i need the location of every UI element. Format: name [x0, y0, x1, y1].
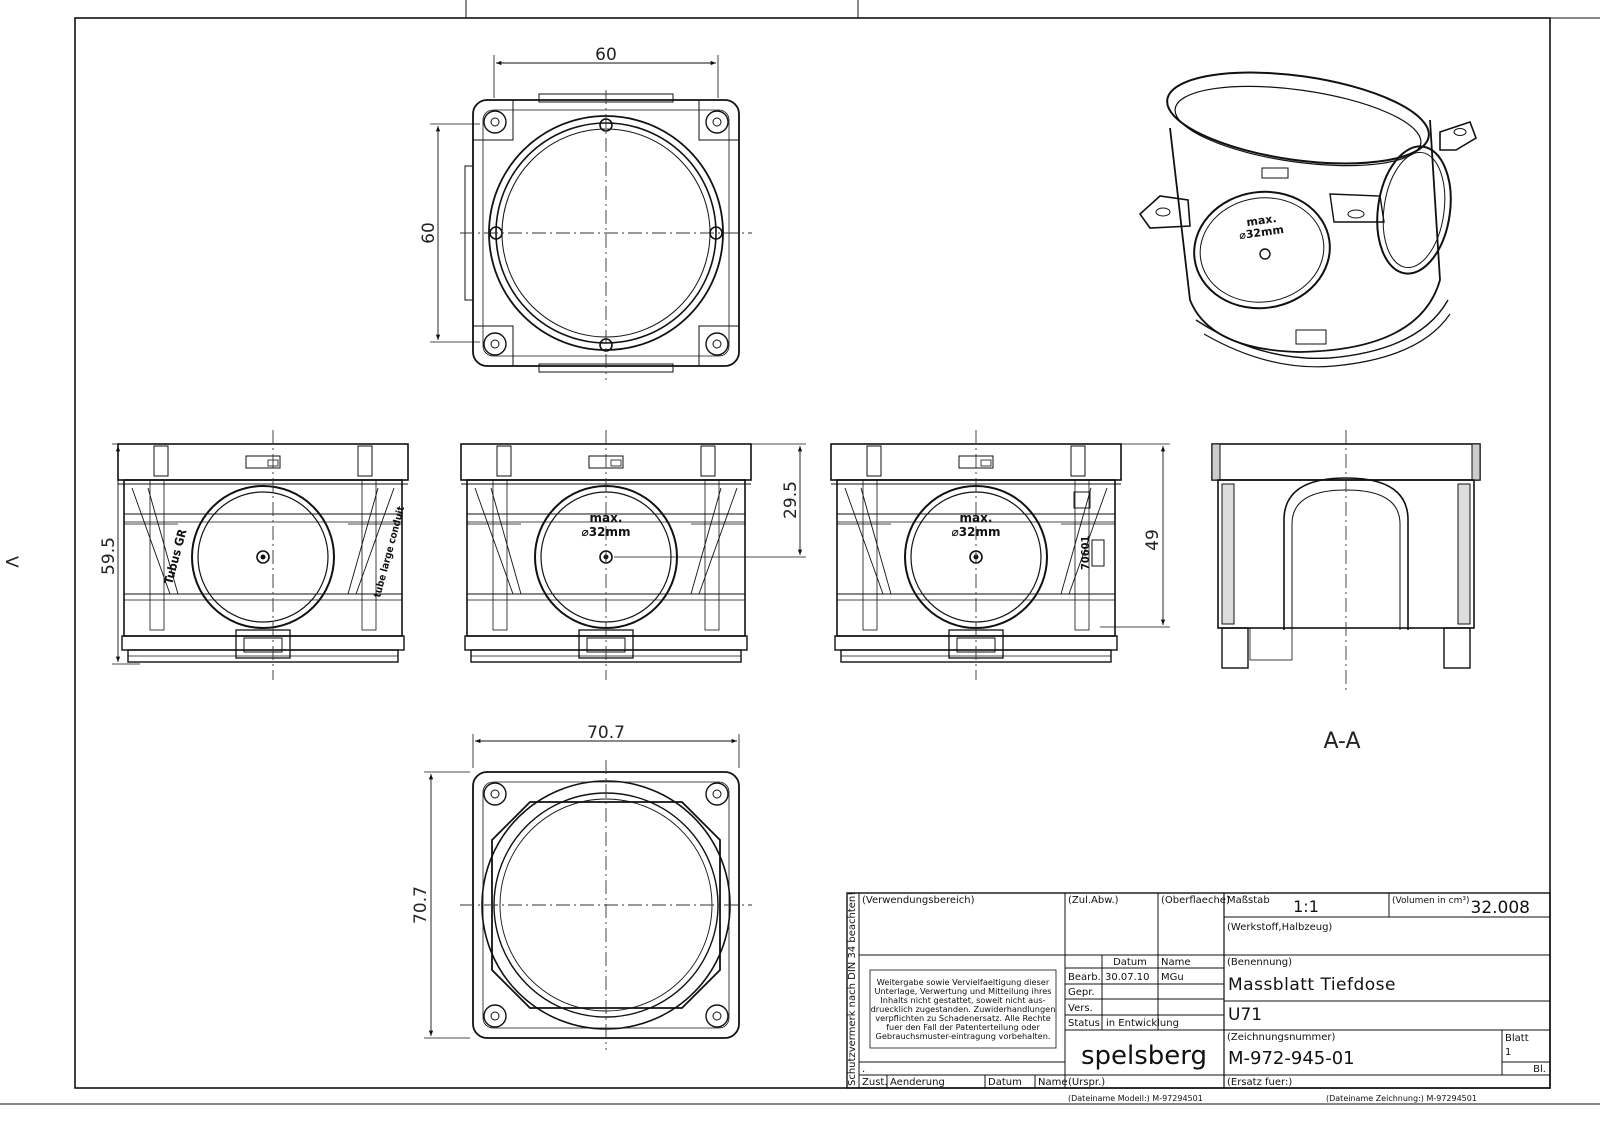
right-view: max. ⌀32mm 70601 49: [830, 430, 1170, 680]
urspr-label: (Urspr.): [1068, 1077, 1105, 1088]
oberflaeche-label: (Oberflaeche): [1161, 895, 1230, 906]
werkstoff-label: (Werkstoff,Halbzeug): [1227, 922, 1332, 933]
volumen-value: 32.008: [1471, 898, 1530, 918]
drawing-frame: [74, 17, 1551, 1089]
name-label: Name: [1038, 1077, 1068, 1088]
zeichnungsnummer-value: M-972-945-01: [1228, 1048, 1355, 1069]
top-view: 60 60: [419, 45, 752, 380]
isometric-view: max. ⌀32mm: [1138, 71, 1477, 368]
svg-text:verpflichten zu Schadenersatz.: verpflichten zu Schadenersatz. Alle Rech…: [875, 1013, 1051, 1023]
massstab-value: 1:1: [1293, 897, 1319, 916]
company-logo: spelsberg: [1081, 1041, 1207, 1071]
status-label: Status: [1068, 1018, 1100, 1029]
max-diameter: ⌀32mm: [582, 525, 631, 539]
verwendungsbereich-label: (Verwendungsbereich): [862, 895, 975, 906]
bottom-view: 70.7 70.7: [411, 723, 752, 1050]
aenderung-label: Aenderung: [890, 1077, 945, 1088]
dim-right-height: 49: [1143, 529, 1163, 551]
datum-header: Datum: [1113, 957, 1147, 968]
section-label: A-A: [1323, 729, 1360, 754]
svg-text:druecklich zugestanden. Zuwide: druecklich zugestanden. Zuwiderhandlunge…: [871, 1004, 1056, 1014]
side-marker: V: [1, 556, 21, 568]
dot-label: .: [862, 1064, 865, 1075]
svg-text:fuer den Fall der Patenterteil: fuer den Fall der Patenterteilung oder: [886, 1022, 1040, 1032]
blatt-label: Blatt: [1505, 1033, 1529, 1044]
svg-text:Weitergabe sowie Vervielfaelti: Weitergabe sowie Vervielfaeltigung diese…: [877, 977, 1050, 987]
dim-front-offset: 29.5: [781, 481, 801, 519]
drawing-filename: (Dateiname Zeichnung:) M-97294501: [1326, 1094, 1477, 1103]
svg-text:Inhalts nicht gestattet, sowei: Inhalts nicht gestattet, soweit nicht au…: [880, 995, 1045, 1005]
section-view: A-A: [1211, 430, 1481, 754]
iso-max-label: max.: [1246, 212, 1278, 229]
model-filename: (Dateiname Modell:) M-97294501: [1068, 1094, 1203, 1103]
tubus-label: Tubus GR: [161, 527, 189, 586]
drawing-title: Massblatt Tiefdose: [1228, 975, 1396, 995]
bearb-label: Bearb.: [1068, 972, 1101, 983]
zust-label: Zust.: [862, 1077, 888, 1088]
vers-label: Vers.: [1068, 1003, 1093, 1014]
ersatz-label: (Ersatz fuer:): [1227, 1077, 1292, 1088]
protection-note: Schutzvermerk nach DIN 34 beachten!: [847, 892, 858, 1086]
dim-bottom-width: 70.7: [587, 723, 625, 743]
code-label: 70601: [1079, 535, 1092, 570]
dim-top-width: 60: [595, 45, 617, 65]
zeichnungsnummer-label: (Zeichnungsnummer): [1227, 1032, 1336, 1043]
legal-note: Weitergabe sowie Vervielfaeltigung diese…: [871, 977, 1056, 1041]
svg-text:max.: max.: [960, 511, 993, 525]
bearb-date: 30.07.10: [1105, 972, 1150, 983]
datum-label: Datum: [988, 1077, 1022, 1088]
max-label: max.: [590, 511, 623, 525]
title-block: Schutzvermerk nach DIN 34 beachten! (Ver…: [846, 892, 1551, 1103]
dim-side-height: 59.5: [99, 537, 119, 575]
blatt-value: 1: [1505, 1047, 1511, 1058]
iso-max-diameter: ⌀32mm: [1238, 223, 1284, 242]
benennung-label: (Benennung): [1227, 957, 1292, 968]
bl-label: Bl.: [1533, 1064, 1546, 1075]
massstab-label: Maßstab: [1227, 895, 1270, 906]
svg-text:Unterlage, Verwertung und Mitt: Unterlage, Verwertung und Mitteilung ihr…: [874, 986, 1051, 996]
gepr-label: Gepr.: [1068, 987, 1095, 998]
zul-abw-label: (Zul.Abw.): [1068, 895, 1119, 906]
left-view: Tubus GR tube large conduit 59.5: [99, 430, 409, 680]
bearb-name: MGu: [1161, 972, 1184, 983]
volumen-label: (Volumen in cm³): [1392, 896, 1469, 906]
svg-text:⌀32mm: ⌀32mm: [952, 525, 1001, 539]
svg-text:Gebrauchsmuster-eintragung vor: Gebrauchsmuster-eintragung vorbehalten.: [875, 1031, 1050, 1041]
drawing-subtitle: U71: [1228, 1005, 1262, 1025]
status-value: in Entwicklung: [1106, 1018, 1179, 1029]
name-header: Name: [1161, 957, 1191, 968]
dim-bottom-height: 70.7: [411, 886, 431, 924]
dim-top-height: 60: [419, 222, 439, 244]
front-view: max. ⌀32mm 29.5: [460, 430, 806, 680]
